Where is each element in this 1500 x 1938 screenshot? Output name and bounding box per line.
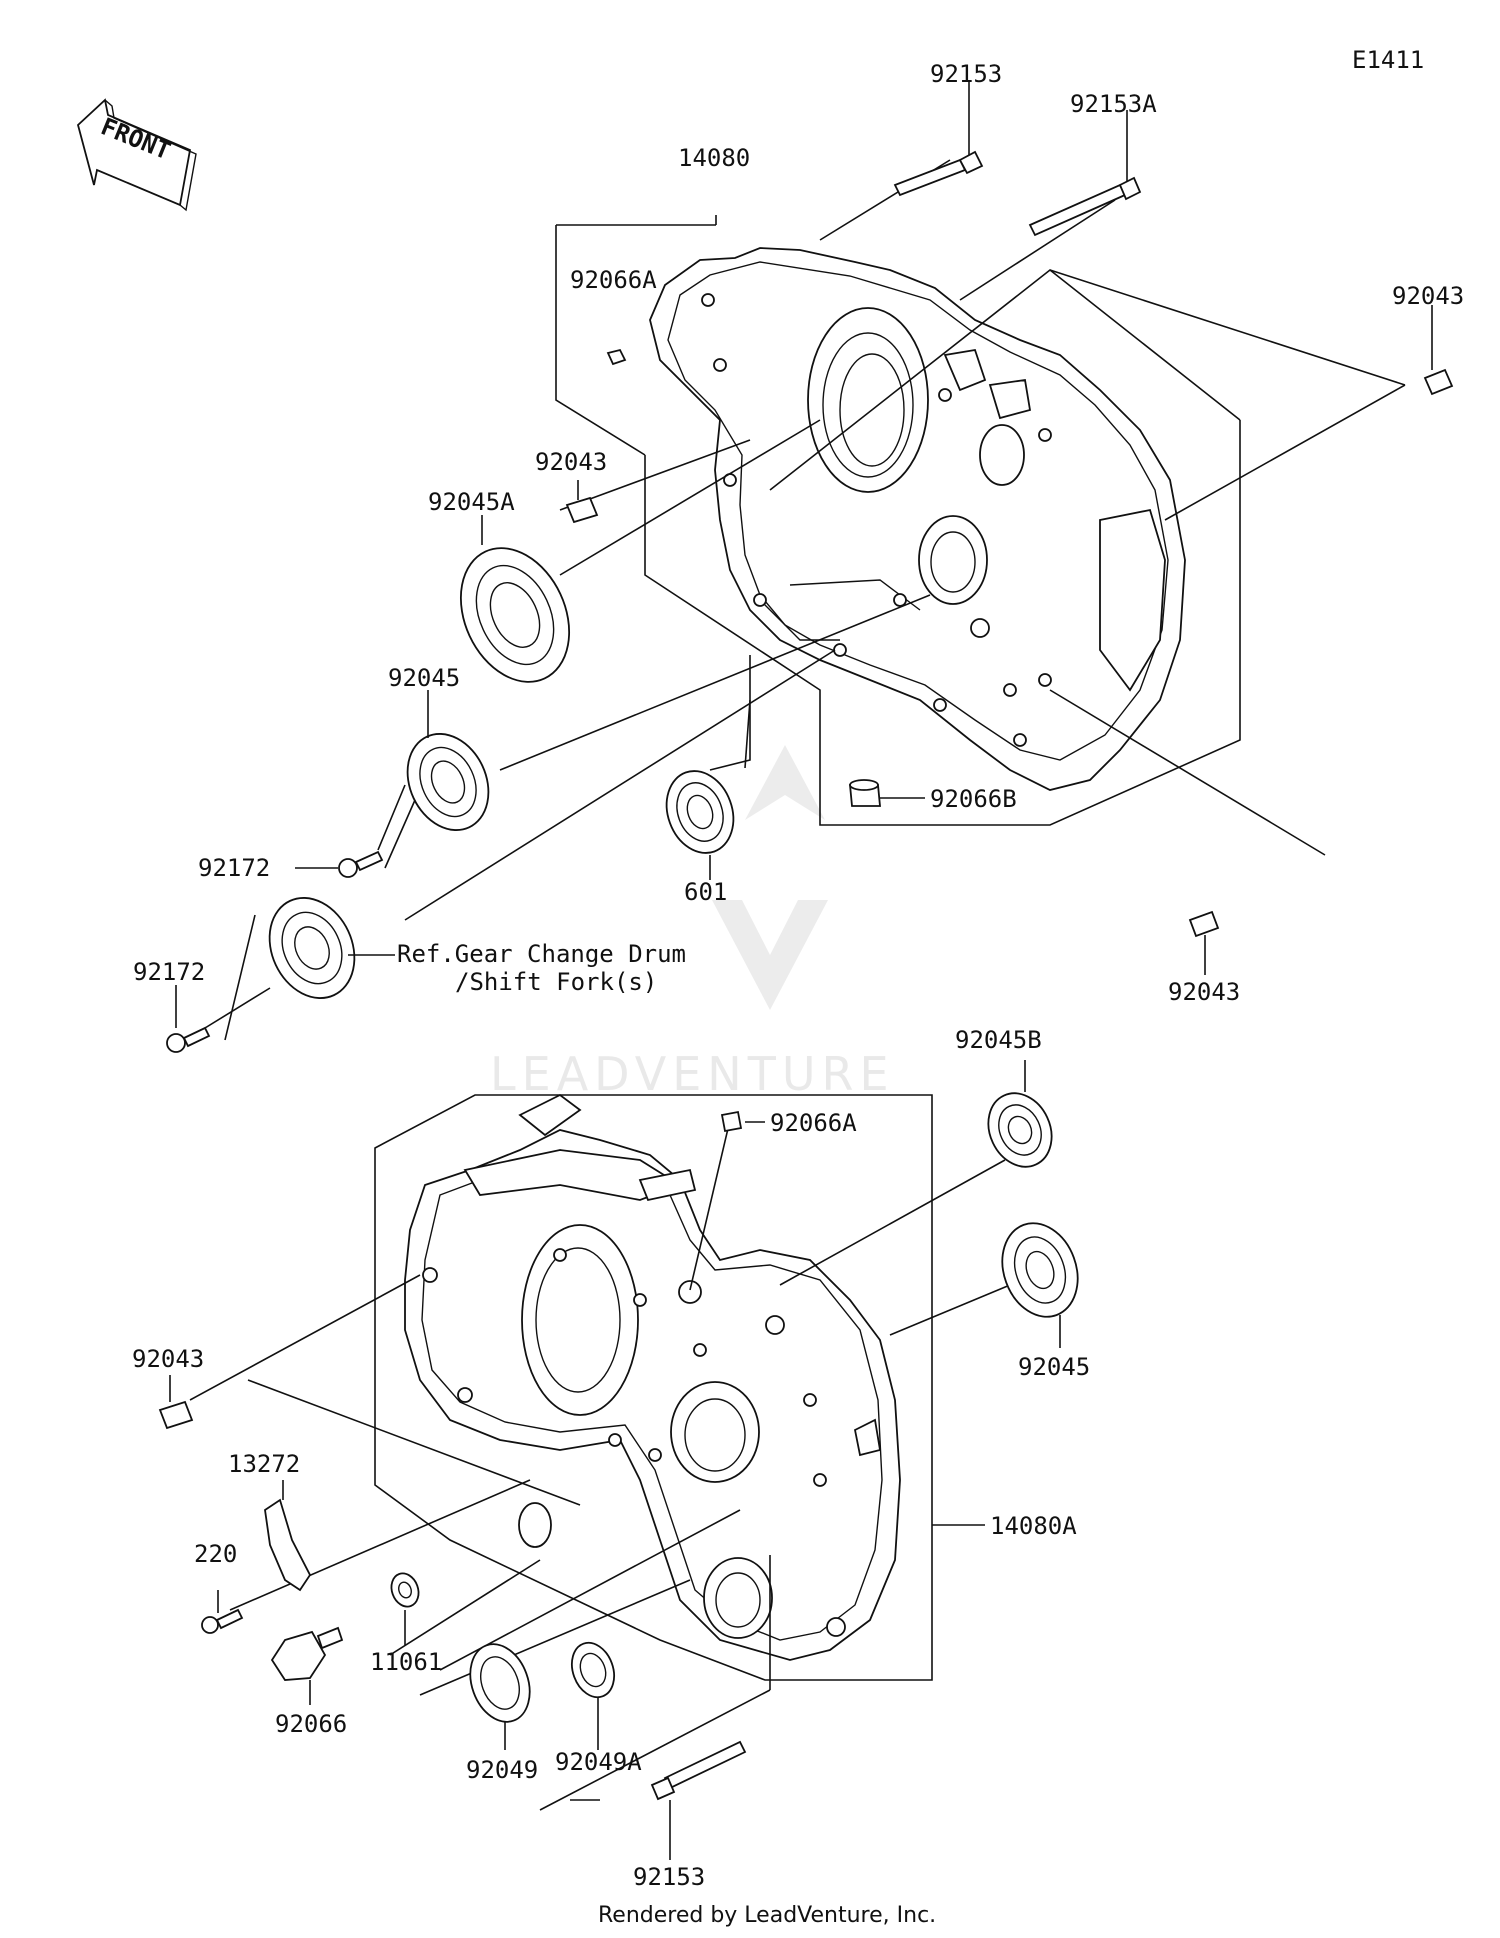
label-92043-top-right: 92043 <box>1392 282 1464 310</box>
bearing-92045 <box>406 690 490 831</box>
label-92153-top: 92153 <box>930 60 1002 88</box>
reference-note-line1: Ref.Gear Change Drum <box>397 940 686 968</box>
watermark-text: LEADVENTURE <box>490 1047 895 1101</box>
label-92153-bottom: 92153 <box>633 1863 705 1891</box>
label-92172-b: 92172 <box>133 958 205 986</box>
label-14080A: 14080A <box>990 1512 1077 1540</box>
plug-92066 <box>270 1626 344 1705</box>
front-arrow-icon: FRONT <box>76 98 197 212</box>
dowel-92043-left-bottom <box>158 1375 194 1430</box>
label-92153A: 92153A <box>1070 90 1157 118</box>
dowel-92043-top-right <box>1423 305 1454 396</box>
screw-92172-b <box>166 914 271 1053</box>
crankcase-left-half <box>404 1093 901 1661</box>
bearing-92045B <box>987 1060 1053 1168</box>
washer-11061 <box>390 1572 420 1645</box>
label-13272: 13272 <box>228 1450 300 1478</box>
callout-labels: 92153 92153A 14080 92066A 92043 92043 92… <box>132 60 1464 1891</box>
reference-note-line2: /Shift Fork(s) <box>455 968 657 996</box>
label-92066: 92066 <box>275 1710 347 1738</box>
upper-leader-lines <box>404 159 1406 921</box>
label-92045B: 92045B <box>955 1026 1042 1054</box>
label-92049: 92049 <box>466 1756 538 1784</box>
bolt-92153-bottom <box>650 1740 747 1860</box>
label-11061: 11061 <box>370 1648 442 1676</box>
label-601: 601 <box>684 878 727 906</box>
bearing-ref-gear-change-drum <box>268 897 395 999</box>
watermark: LEADVENTURE <box>490 745 895 1101</box>
label-14080: 14080 <box>678 144 750 172</box>
screw-92172-a <box>295 784 416 878</box>
label-220: 220 <box>194 1540 237 1568</box>
bearing-601 <box>665 699 751 880</box>
footer-credit: Rendered by LeadVenture, Inc. <box>598 1903 936 1928</box>
screw-220 <box>201 1590 244 1634</box>
label-92045A: 92045A <box>428 488 515 516</box>
bolt-92153A <box>1028 110 1142 237</box>
label-92066A-bottom: 92066A <box>770 1109 857 1137</box>
dowel-92066A-bottom <box>720 1110 765 1133</box>
diagram-code: E1411 <box>1352 46 1424 74</box>
oil-seal-92049 <box>469 1643 531 1750</box>
label-92043-left-bottom: 92043 <box>132 1345 204 1373</box>
dowel-92043-left-top <box>565 480 599 524</box>
lower-leader-lines <box>189 1094 1011 1811</box>
label-92043-mid-right: 92043 <box>1168 978 1240 1006</box>
bearing-92045A <box>459 515 571 683</box>
label-92045-bottom: 92045 <box>1018 1353 1090 1381</box>
clamp-13272 <box>264 1480 312 1592</box>
label-92172-a: 92172 <box>198 854 270 882</box>
dowel-92043-mid-right <box>1188 910 1220 975</box>
dowel-92066A-top <box>606 348 627 366</box>
crankcase-right-half <box>649 247 1186 791</box>
label-92043-left-top: 92043 <box>535 448 607 476</box>
bolt-92153-top <box>893 80 984 197</box>
bearing-92045-bottom <box>1001 1222 1079 1348</box>
label-92049A: 92049A <box>555 1748 642 1776</box>
label-92066A-top: 92066A <box>570 266 657 294</box>
label-92045: 92045 <box>388 664 460 692</box>
label-92066B: 92066B <box>930 785 1017 813</box>
dowel-92066B <box>849 779 925 807</box>
oil-seal-92049A <box>571 1641 615 1750</box>
